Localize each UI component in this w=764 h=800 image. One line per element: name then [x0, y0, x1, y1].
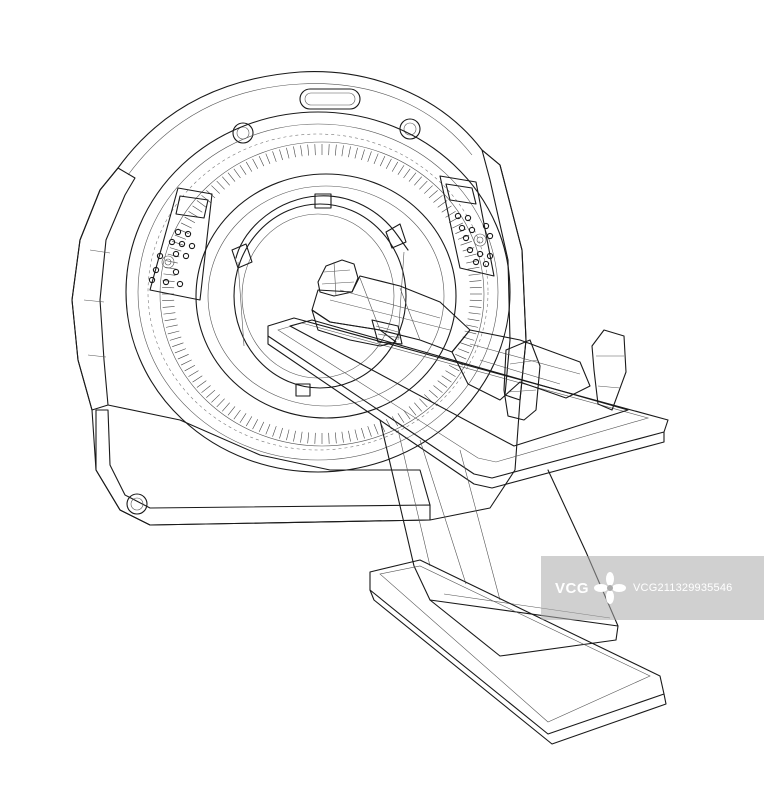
- fastener-icons: [126, 118, 421, 515]
- gantry-rings: [125, 111, 511, 473]
- watermark-badge: VCG VCG211329935546: [541, 556, 764, 620]
- table-base: [369, 559, 667, 745]
- control-panel-right: [439, 175, 495, 277]
- watermark-brand: VCG: [555, 579, 590, 597]
- watermark-logo: VCG: [555, 571, 627, 605]
- patient-figure: [311, 259, 627, 421]
- table-column: [379, 419, 619, 657]
- top-handle: [299, 88, 361, 110]
- patient-table: [267, 317, 669, 489]
- control-panel-left: [148, 187, 213, 301]
- scanner-bore: [231, 193, 409, 397]
- flower-logo-icon: [594, 572, 627, 604]
- watermark-image-id: VCG211329935546: [633, 582, 733, 594]
- tick-ring: [162, 144, 482, 444]
- gantry-housing: [71, 71, 527, 526]
